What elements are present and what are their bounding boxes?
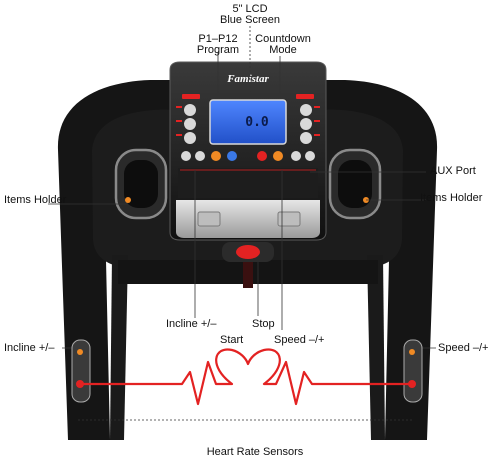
program-label-line2: Program (196, 44, 240, 56)
stop-label: Stop (252, 318, 275, 330)
lcd-label-line1: 5" LCD (232, 3, 268, 15)
function-buttons-row (181, 151, 315, 161)
heartbeat-line (80, 348, 412, 406)
start-label: Start (220, 334, 244, 346)
lcd-screen: 0.0 (209, 99, 287, 145)
right-countdown-buttons (296, 94, 320, 144)
speed-right-label: Speed –/+ (438, 342, 489, 354)
left-holder-marker (125, 197, 131, 203)
heart-rate-sensors-label: Heart Rate Sensors (206, 446, 304, 458)
safety-key (222, 242, 274, 288)
left-program-buttons (176, 94, 200, 144)
right-items-holder (328, 148, 382, 220)
lcd-label-line2: Blue Screen (220, 14, 280, 26)
heart-rate-grips (71, 339, 423, 403)
incline-left-label: Incline +/– (4, 342, 55, 354)
countdown-label-line1: Countdown (255, 33, 311, 45)
leader-lines (48, 26, 436, 421)
incline-center-label: Incline +/– (166, 318, 217, 330)
lcd-reading: 0.0 (245, 115, 269, 130)
items-holder-left-label: Items Holder (4, 194, 67, 206)
aux-port-label: AUX Port (430, 165, 476, 177)
console-panel (169, 61, 327, 241)
countdown-label-line2: Mode (269, 44, 297, 56)
program-label-line1: P1–P12 (198, 33, 238, 45)
left-items-holder (114, 148, 168, 220)
speed-center-label: Speed –/+ (274, 334, 325, 346)
items-holder-right-label: Items Holder (420, 192, 483, 204)
brand-logo: Famistar (226, 73, 269, 85)
